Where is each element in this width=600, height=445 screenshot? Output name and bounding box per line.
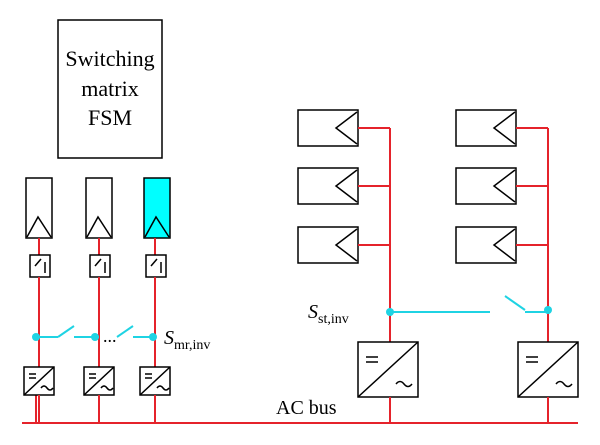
pv-module-b2: [455, 167, 517, 205]
junction-dot-3: [149, 333, 157, 341]
junction-dot-2: [91, 333, 99, 341]
string-switch-2: [89, 254, 111, 278]
pv-module-a2: [297, 167, 359, 205]
pv-module-left-2: [85, 177, 113, 239]
fsm-label-line1: Switching: [65, 46, 154, 71]
ellipsis: ...: [103, 326, 117, 346]
string-inverter-b: [455, 109, 579, 423]
string-inverter-a: [297, 109, 419, 423]
module-string-1: [23, 177, 55, 423]
string-switch-line: [386, 295, 552, 316]
pv-module-left-1: [25, 177, 53, 239]
switch-mr-inv-label: Smr,inv: [164, 327, 210, 353]
fsm-label-line2: matrix: [81, 76, 138, 101]
pv-module-a3: [297, 226, 359, 264]
pv-module-b3: [455, 226, 517, 264]
string-switch-3: [145, 254, 167, 278]
matrix-switch-line: ...: [32, 325, 157, 346]
fsm-label-line3: FSM: [88, 105, 132, 130]
pv-module-b1: [455, 109, 517, 147]
string-switch-1: [29, 254, 51, 278]
junction-dot-4: [386, 308, 394, 316]
module-string-2: [83, 177, 115, 423]
pv-module-left-3-active: [143, 177, 171, 239]
fsm-box: Switching matrix FSM: [57, 19, 163, 159]
ac-bus-label: AC bus: [276, 397, 337, 419]
pv-module-a1: [297, 109, 359, 147]
junction-dot-1: [32, 333, 40, 341]
junction-dot-5: [544, 306, 552, 314]
module-string-3: [139, 177, 171, 423]
switch-st-inv-label: Sst,inv: [308, 301, 349, 327]
